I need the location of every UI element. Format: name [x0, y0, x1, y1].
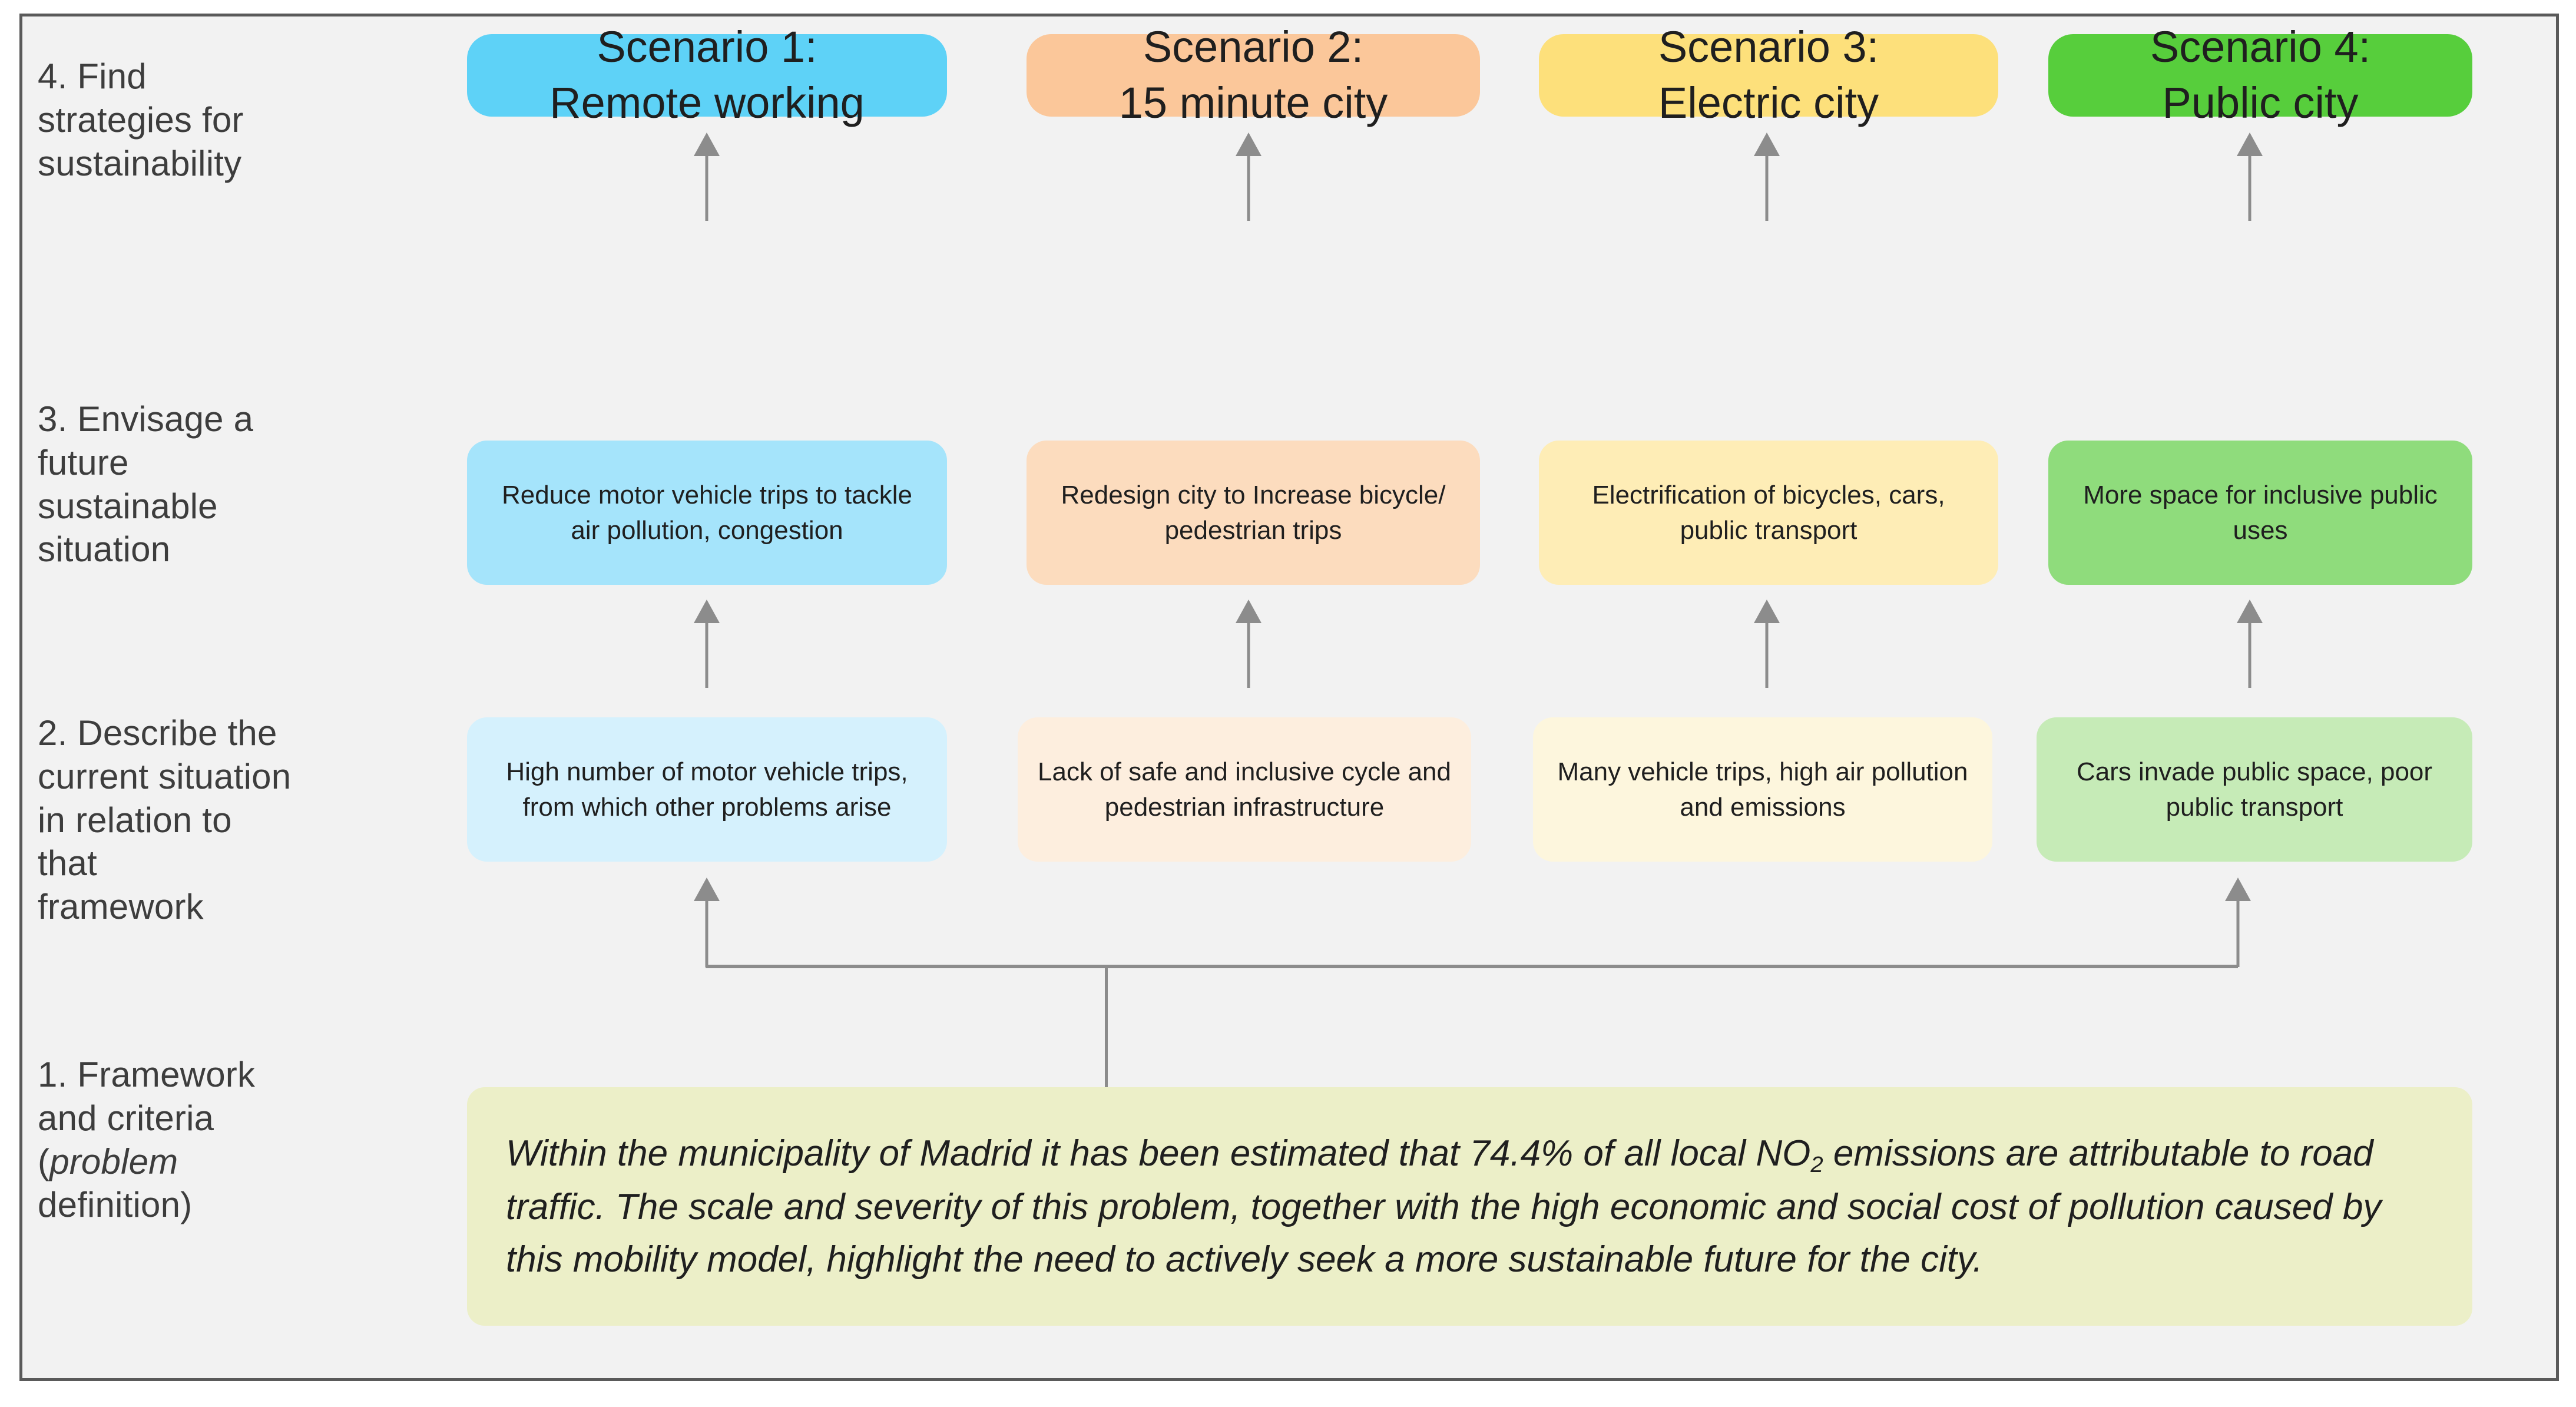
arrow-future-to-scenario-3 [1754, 133, 1780, 221]
current-box-4[interactable]: Cars invade public space, poor public tr… [2037, 717, 2472, 862]
current-box-2[interactable]: Lack of safe and inclusive cycle and ped… [1018, 717, 1471, 862]
arrow-framework-to-current-4 [2225, 878, 2251, 967]
scenario-3-line2: Electric city [1658, 78, 1879, 127]
future-box-3[interactable]: Electrification of bicycles, cars, publi… [1539, 441, 1998, 585]
scenario-2-line2: 15 minute city [1118, 78, 1388, 127]
arrow-head-icon [2225, 878, 2251, 901]
step-1-emphasis: problem [49, 1141, 178, 1181]
row-label-step-1: 1. Framework and criteria (problem defin… [38, 1053, 273, 1227]
row-label-step-3: 3. Envisage a future sustainable situati… [38, 399, 254, 570]
future-box-1[interactable]: Reduce motor vehicle trips to tackle air… [467, 441, 947, 585]
framework-connector-vertical [1105, 968, 1108, 1089]
scenario-3-line1: Scenario 3: [1658, 22, 1879, 72]
arrow-head-icon [1754, 133, 1780, 156]
current-box-1[interactable]: High number of motor vehicle trips, from… [467, 717, 947, 862]
scenario-box-1-text: Scenario 1: Remote working [549, 19, 865, 131]
diagram-frame: 4. Find strategies for sustainability 3.… [19, 14, 2559, 1381]
arrow-shaft [1765, 621, 1769, 688]
arrow-head-icon [1754, 600, 1780, 623]
row-label-step-2: 2. Describe the current situation in rel… [38, 713, 292, 927]
arrow-head-icon [1236, 133, 1261, 156]
arrow-future-to-scenario-1 [694, 133, 720, 221]
arrow-shaft [2248, 154, 2251, 221]
arrow-shaft [705, 154, 708, 221]
row-label-step-4: 4. Find strategies for sustainability [38, 57, 244, 183]
framework-paragraph: Within the municipality of Madrid it has… [506, 1127, 2433, 1286]
arrow-current-to-future-3 [1754, 600, 1780, 688]
framework-connector-horizontal [706, 965, 2238, 968]
scenario-box-3-text: Scenario 3: Electric city [1658, 19, 1879, 131]
step-1-prefix: 1. Framework and criteria ( [38, 1055, 256, 1181]
scenario-box-2-text: Scenario 2: 15 minute city [1119, 19, 1388, 131]
arrow-head-icon [1236, 600, 1261, 623]
scenario-4-line2: Public city [2162, 78, 2359, 127]
arrow-head-icon [2237, 133, 2263, 156]
arrow-current-to-future-2 [1236, 600, 1261, 688]
framework-part1: Within the municipality of Madrid it has… [506, 1133, 1811, 1174]
current-box-3[interactable]: Many vehicle trips, high air pollution a… [1533, 717, 1992, 862]
arrow-future-to-scenario-4 [2237, 133, 2263, 221]
arrow-shaft [1247, 621, 1250, 688]
arrow-shaft [2236, 899, 2240, 967]
arrow-framework-to-current-1 [694, 878, 720, 967]
scenario-4-line1: Scenario 4: [2150, 22, 2371, 72]
arrow-shaft [1247, 154, 1250, 221]
arrow-shaft [705, 899, 708, 967]
arrow-shaft [705, 621, 708, 688]
scenario-2-line1: Scenario 2: [1143, 22, 1364, 72]
scenario-box-3[interactable]: Scenario 3: Electric city [1539, 22, 1998, 127]
scenario-box-4[interactable]: Scenario 4: Public city [2048, 22, 2472, 127]
arrow-head-icon [694, 133, 720, 156]
arrow-shaft [2248, 621, 2251, 688]
scenario-1-line2: Remote working [549, 78, 865, 127]
arrow-head-icon [694, 878, 720, 901]
scenario-box-1[interactable]: Scenario 1: Remote working [467, 22, 947, 127]
arrow-future-to-scenario-2 [1236, 133, 1261, 221]
arrow-current-to-future-4 [2237, 600, 2263, 688]
future-box-4[interactable]: More space for inclusive public uses [2048, 441, 2472, 585]
framework-subscript: 2 [1810, 1151, 1823, 1177]
arrow-head-icon [694, 600, 720, 623]
arrow-head-icon [2237, 600, 2263, 623]
framework-part2: emissions are attributable to road traff… [506, 1133, 2382, 1280]
scenario-box-4-text: Scenario 4: Public city [2150, 19, 2370, 131]
scenario-1-line1: Scenario 1: [597, 22, 817, 72]
step-1-suffix: definition) [38, 1185, 193, 1225]
arrow-current-to-future-1 [694, 600, 720, 688]
arrow-shaft [1765, 154, 1769, 221]
future-box-2[interactable]: Redesign city to Increase bicycle/ pedes… [1027, 441, 1480, 585]
framework-text-box[interactable]: Within the municipality of Madrid it has… [467, 1087, 2472, 1326]
scenario-box-2[interactable]: Scenario 2: 15 minute city [1027, 22, 1480, 127]
